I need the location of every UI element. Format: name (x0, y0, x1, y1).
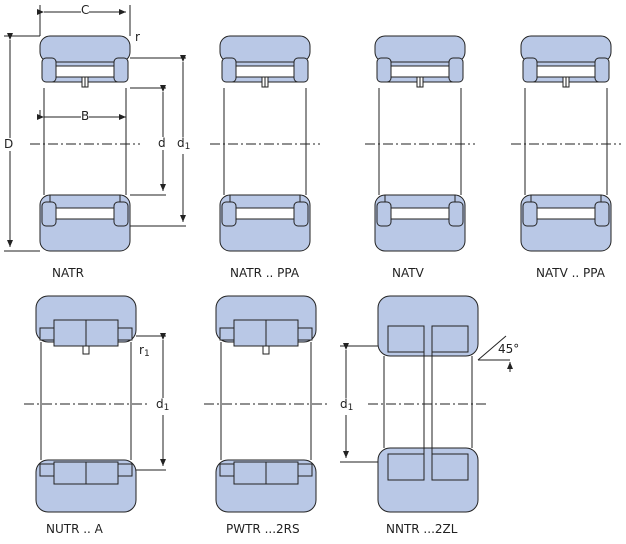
side-washer-bottom-left (376, 201, 392, 227)
side-washer-bottom-right (448, 201, 464, 227)
side-washer-top-right (293, 57, 309, 83)
dim-label-d1-nntr-sub: 1 (347, 403, 354, 413)
side-washer-top-left (376, 57, 392, 83)
roller-bottom (389, 207, 451, 220)
dim-label-r1-main: r (139, 343, 144, 357)
caption-natv: NATV (392, 266, 424, 280)
roller-bottom (54, 207, 116, 220)
dim-label-d1-nutr-sub: 1 (163, 403, 170, 413)
roller-top (54, 65, 116, 78)
dim-label-d1-natr: d1 (177, 136, 191, 154)
side-washer-top-right (448, 57, 464, 83)
caption-natr: NATR (52, 266, 84, 280)
lube-hole (82, 345, 90, 355)
dim-label-d-bore: d (158, 136, 166, 150)
side-washer-bottom-right (594, 201, 610, 227)
side-washer-top-left (522, 57, 538, 83)
seal-top-right (297, 327, 313, 341)
roller-top-left (387, 325, 425, 353)
roller-top (389, 65, 451, 78)
seal-bottom-right (117, 463, 133, 477)
side-washer-bottom-left (221, 201, 237, 227)
side-washer-bottom-left (522, 201, 538, 227)
roller-top (535, 65, 597, 78)
side-washer-top-right (113, 57, 129, 83)
seal-top-left (39, 327, 55, 341)
seal-top-left (219, 327, 235, 341)
dim-label-b: B (81, 109, 90, 123)
lube-hole (262, 345, 270, 355)
caption-natv-ppa: NATV .. PPA (536, 266, 605, 280)
bearing-pwtr-2rs (204, 295, 328, 513)
bearing-nntr-2zl (368, 295, 488, 513)
dim-label-d1-natr-main: d (177, 136, 185, 150)
seal-bottom-right (297, 463, 313, 477)
seal-bottom-left (39, 463, 55, 477)
roller-bottom-left (387, 453, 425, 481)
roller-top (234, 65, 296, 78)
side-washer-top-left (221, 57, 237, 83)
seal-bottom-left (219, 463, 235, 477)
dimension-lines (4, 5, 513, 471)
bearing-natv-ppa (511, 35, 621, 252)
caption-nntr-2zl: NNTR ...2ZL (386, 522, 458, 536)
dim-label-r: r (135, 30, 140, 44)
side-washer-bottom-right (293, 201, 309, 227)
side-washer-top-left (41, 57, 57, 83)
side-washer-top-right (594, 57, 610, 83)
dim-label-c: C (81, 3, 90, 17)
bearing-nutr-a (24, 295, 148, 513)
dim-label-r1-sub: 1 (143, 349, 150, 359)
dim-label-r1: r1 (139, 344, 150, 361)
dim-label-d1-nutr: d1 (156, 397, 170, 415)
bearing-natr (30, 35, 140, 252)
dim-label-angle: 45° (498, 342, 520, 356)
side-washer-bottom-right (113, 201, 129, 227)
dim-label-d1-nntr-main: d (340, 397, 348, 411)
side-washer-bottom-left (41, 201, 57, 227)
caption-natr-ppa: NATR .. PPA (230, 266, 300, 280)
seal-top-right (117, 327, 133, 341)
dim-angle-leader (477, 335, 507, 361)
roller-bottom (234, 207, 296, 220)
bearing-natr-ppa (210, 35, 320, 252)
dim-label-d-outer: D (4, 137, 14, 151)
bearing-natv (365, 35, 475, 252)
roller-bottom (535, 207, 597, 220)
roller-bottom-right (431, 453, 469, 481)
caption-nutr-a: NUTR .. A (46, 522, 103, 536)
caption-pwtr-2rs: PWTR ...2RS (226, 522, 300, 536)
dim-label-d1-nutr-main: d (156, 397, 164, 411)
dim-label-d1-nntr: d1 (340, 397, 354, 415)
dim-label-d1-natr-sub: 1 (184, 142, 191, 152)
roller-top-right (431, 325, 469, 353)
